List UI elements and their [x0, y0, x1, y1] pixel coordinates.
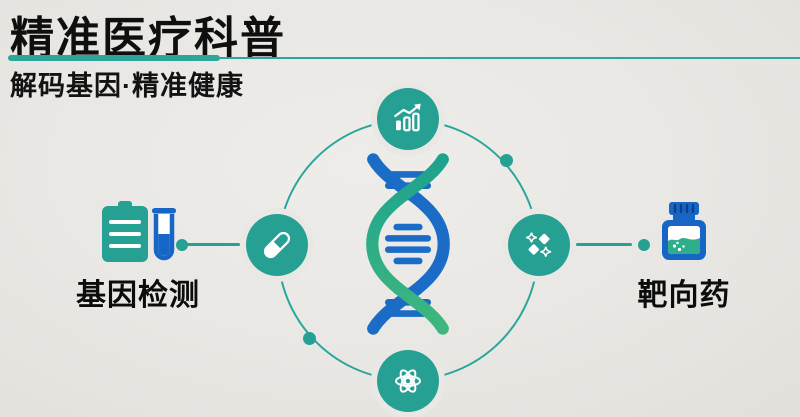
right-connector-line [576, 243, 632, 246]
dna-double-helix-icon [366, 153, 450, 335]
title-underline-thin [220, 57, 800, 59]
left-connector-line [186, 243, 240, 246]
ring-dot-top-right [500, 154, 513, 167]
orbit-node-capsule [246, 214, 308, 276]
dna-strand-green [366, 153, 449, 335]
page-subtitle: 解码基因·精准健康 [10, 71, 244, 101]
left-node-label: 基因检测 [76, 279, 200, 312]
molecule-crystals-icon [526, 232, 552, 257]
orbit-node-trend-chart [377, 88, 439, 150]
capsule-icon [263, 231, 291, 259]
orbit-node-molecule [508, 214, 570, 276]
left-connector-dot [176, 239, 188, 251]
ring-dot-bottom-left [303, 332, 316, 345]
trend-chart-icon [394, 103, 421, 132]
orbit-node-atom [377, 350, 439, 412]
atom-icon [395, 369, 421, 393]
title-underline-thick [8, 55, 220, 61]
right-node-label: 靶向药 [637, 279, 731, 312]
medicine-bottle-icon [662, 202, 706, 260]
report-and-test-tube-icon [102, 201, 176, 262]
page-title: 精准医疗科普 [10, 14, 286, 63]
dna-strand-blue [367, 153, 450, 335]
right-connector-dot [638, 239, 650, 251]
title-underline [8, 55, 800, 61]
